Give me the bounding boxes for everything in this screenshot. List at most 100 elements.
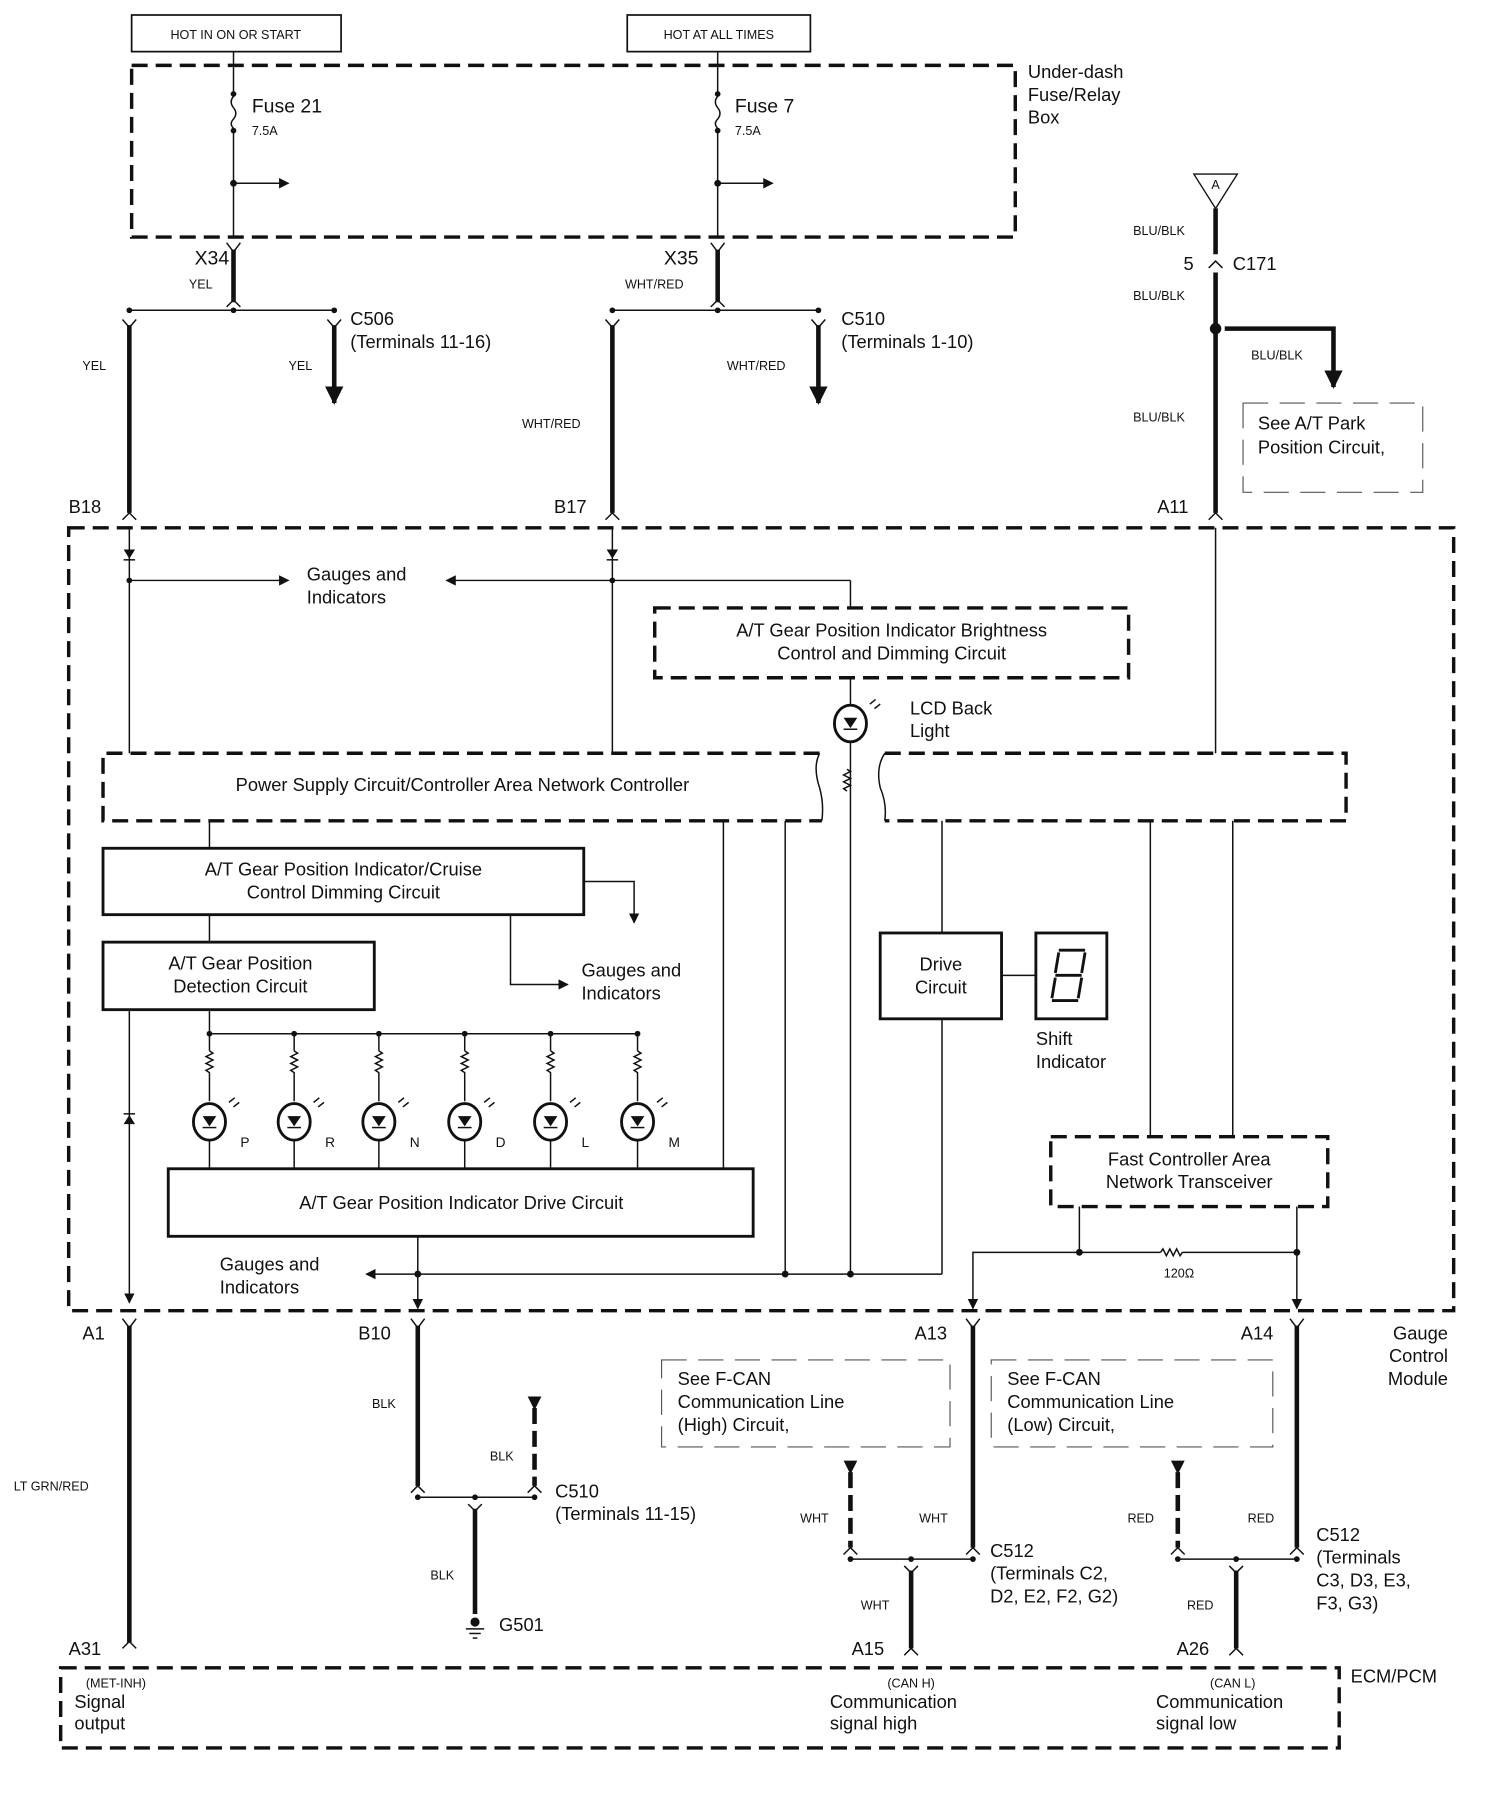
svg-text:BLK: BLK (430, 1569, 454, 1583)
gauges-indicators-bottom: Gauges and Indicators (220, 1018, 943, 1298)
fuse-21: Fuse 21 7.5A (230, 51, 322, 238)
svg-text:LCD Back: LCD Back (910, 697, 993, 718)
hot-all-times-box: HOT AT ALL TIMES (626, 14, 812, 53)
svg-text:(MET-INH): (MET-INH) (86, 1676, 146, 1690)
resistor-icon (545, 1050, 556, 1102)
svg-text:Circuit: Circuit (915, 977, 967, 998)
svg-text:Control: Control (1389, 1345, 1448, 1366)
gear-led-label: R (325, 1135, 335, 1150)
svg-text:YEL: YEL (288, 359, 312, 373)
fuse-7: Fuse 7 7.5A (714, 51, 794, 238)
svg-text:A/T Gear Position Indicator/Cr: A/T Gear Position Indicator/Cruise (205, 859, 482, 880)
svg-text:LT GRN/RED: LT GRN/RED (14, 1479, 89, 1493)
svg-text:Box: Box (1028, 107, 1060, 128)
power-supply-can-controller: Power Supply Circuit/Controller Area Net… (101, 751, 1348, 823)
svg-text:output: output (74, 1713, 125, 1734)
svg-text:WHT: WHT (919, 1511, 948, 1525)
svg-text:5: 5 (1184, 253, 1194, 274)
svg-text:BLU/BLK: BLU/BLK (1251, 349, 1303, 363)
svg-text:WHT: WHT (800, 1511, 829, 1525)
svg-text:BLK: BLK (372, 1397, 396, 1411)
gear-led-m: M (620, 1030, 680, 1169)
svg-text:Gauges and: Gauges and (581, 959, 681, 980)
svg-text:B10: B10 (358, 1322, 391, 1343)
svg-text:See F-CAN: See F-CAN (678, 1368, 772, 1389)
can-low-circuit: RED RED C512 (Terminals C3, D3, E3, F3, … (1127, 1325, 1411, 1659)
svg-text:signal low: signal low (1156, 1713, 1237, 1734)
svg-text:Fuse 7: Fuse 7 (735, 95, 794, 117)
svg-text:(CAN H): (CAN H) (887, 1676, 935, 1690)
svg-text:Indicators: Indicators (220, 1277, 299, 1298)
gauge-pins-bottom: A1 B10 A13 A14 (82, 1318, 1305, 1343)
svg-text:Position Circuit,: Position Circuit, (1258, 436, 1385, 457)
svg-text:A/T Gear Position Indicator Br: A/T Gear Position Indicator Brightness (736, 620, 1047, 641)
lcd-back-light: LCD Back Light (832, 677, 993, 1275)
svg-text:Indicator: Indicator (1036, 1051, 1106, 1072)
svg-text:Fuse 21: Fuse 21 (252, 95, 322, 117)
svg-text:RED: RED (1127, 1511, 1154, 1525)
svg-text:C512: C512 (1316, 1524, 1360, 1545)
gear-led-r: R (276, 1030, 335, 1169)
c171-circuit: A BLU/BLK 5 C171 BLU/BLK BLU/BLK BLU/BLK (1133, 173, 1343, 513)
svg-text:Gauges and: Gauges and (307, 563, 407, 584)
ref-park-position: See A/T Park Position Circuit, (1242, 402, 1424, 493)
svg-text:Communication Line: Communication Line (1007, 1391, 1174, 1412)
resistor-icon (289, 1050, 300, 1102)
svg-text:C512: C512 (990, 1540, 1034, 1561)
svg-text:WHT: WHT (861, 1598, 890, 1612)
gear-led-l: L (533, 1030, 589, 1169)
svg-text:C171: C171 (1233, 253, 1277, 274)
svg-text:A26: A26 (1177, 1638, 1210, 1659)
svg-text:Shift: Shift (1036, 1028, 1073, 1049)
svg-text:signal high: signal high (830, 1713, 917, 1734)
gauge-control-module: Gauge Control Module (66, 526, 1456, 1389)
fcan-transceiver: Fast Controller Area Network Transceiver… (967, 1135, 1330, 1310)
svg-text:A31: A31 (69, 1638, 102, 1659)
ecm-pcm: ECM/PCM A31 (MET-INH) Signal output (CAN… (58, 1638, 1437, 1750)
svg-text:Gauges and: Gauges and (220, 1254, 320, 1275)
fuse-relay-box: Under-dash Fuse/Relay Box (129, 61, 1123, 239)
svg-text:A/T Gear Position Indicator Dr: A/T Gear Position Indicator Drive Circui… (299, 1192, 623, 1213)
connector-x34: X34 YEL (189, 242, 241, 308)
svg-text:BLU/BLK: BLU/BLK (1133, 289, 1185, 303)
svg-text:(Terminals: (Terminals (1316, 1547, 1400, 1568)
svg-text:Indicators: Indicators (581, 982, 660, 1003)
svg-text:120Ω: 120Ω (1164, 1267, 1194, 1281)
svg-text:X34: X34 (195, 248, 230, 270)
svg-text:Light: Light (910, 720, 950, 741)
svg-text:C510: C510 (841, 308, 885, 329)
svg-text:Network Transceiver: Network Transceiver (1106, 1171, 1273, 1192)
svg-text:See F-CAN: See F-CAN (1007, 1368, 1101, 1389)
svg-text:G501: G501 (499, 1614, 544, 1635)
ref-fcan-low: See F-CAN Communication Line (Low) Circu… (990, 1359, 1274, 1448)
svg-text:X35: X35 (664, 248, 699, 270)
svg-text:YEL: YEL (82, 359, 106, 373)
svg-text:A1: A1 (82, 1322, 104, 1343)
svg-text:(High) Circuit,: (High) Circuit, (678, 1414, 790, 1435)
svg-text:Fuse/Relay: Fuse/Relay (1028, 84, 1121, 105)
svg-text:RED: RED (1187, 1598, 1214, 1612)
svg-text:(Terminals 1-10): (Terminals 1-10) (841, 331, 973, 352)
svg-text:Communication: Communication (830, 1691, 957, 1712)
svg-text:BLU/BLK: BLU/BLK (1133, 224, 1185, 238)
gear-led-p: P (192, 1030, 250, 1169)
svg-text:Detection Circuit: Detection Circuit (173, 975, 307, 996)
hot-on-start-box: HOT IN ON OR START (130, 14, 342, 53)
svg-text:(Low) Circuit,: (Low) Circuit, (1007, 1414, 1115, 1435)
svg-text:WHT/RED: WHT/RED (727, 359, 786, 373)
svg-text:WHT/RED: WHT/RED (625, 278, 684, 292)
svg-text:Signal: Signal (74, 1691, 125, 1712)
gear-led-label: D (496, 1135, 506, 1150)
gear-led-label: N (410, 1135, 420, 1150)
cruise-dimming-circuit: A/T Gear Position Indicator/Cruise Contr… (101, 846, 681, 1003)
svg-text:A/T Gear Position: A/T Gear Position (168, 953, 312, 974)
gear-led-label: M (668, 1135, 679, 1150)
svg-text:ECM/PCM: ECM/PCM (1351, 1666, 1437, 1687)
resistor-icon (373, 1050, 384, 1102)
shift-indicator: Shift Indicator (1034, 931, 1109, 1072)
resistor-icon (204, 1050, 215, 1102)
gear-led-label: L (581, 1135, 589, 1150)
resistor-icon (459, 1050, 470, 1102)
